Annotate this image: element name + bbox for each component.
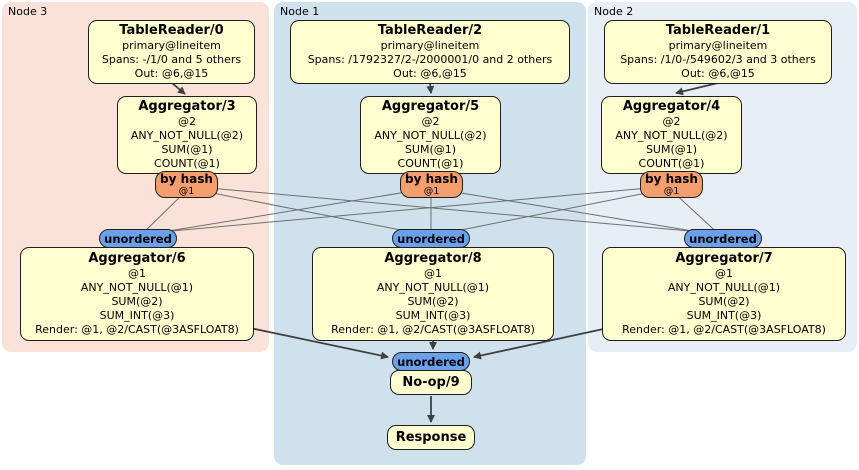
processor-title: TableReader/2 xyxy=(377,23,483,38)
processor-title: Aggregator/3 xyxy=(138,99,236,114)
processor-detail-line: @1 xyxy=(715,267,733,280)
node-label-2: Node 2 xyxy=(594,5,634,18)
router-by-hash-node2: by hash @1 xyxy=(640,171,703,198)
processor-detail-line: SUM(@2) xyxy=(111,295,163,308)
sync-unordered-node3: unordered xyxy=(99,229,177,248)
processor-tablereader-1: TableReader/1 primary@lineitem Spans: /1… xyxy=(604,20,832,84)
processor-detail-line: primary@lineitem xyxy=(668,39,768,52)
processor-title: TableReader/1 xyxy=(665,23,771,38)
processor-response: Response xyxy=(387,425,475,450)
sync-label: unordered xyxy=(397,231,465,246)
processor-detail-line: primary@lineitem xyxy=(380,39,480,52)
sync-unordered-node1: unordered xyxy=(392,229,470,248)
processor-detail-line: ANY_NOT_NULL(@1) xyxy=(376,281,490,294)
processor-detail-line: Out: @6,@15 xyxy=(134,67,209,80)
processor-title: Response xyxy=(395,429,467,445)
processor-detail-line: SUM_INT(@3) xyxy=(99,309,175,322)
router-label: by hash xyxy=(645,171,698,186)
processor-title: Aggregator/8 xyxy=(384,251,482,266)
processor-title: No-op/9 xyxy=(402,374,460,390)
processor-detail-line: Render: @1, @2/CAST(@3ASFLOAT8) xyxy=(331,323,535,336)
processor-detail-line: @2 xyxy=(662,115,681,128)
processor-detail-line: SUM(@2) xyxy=(698,295,750,308)
processor-aggregator-4: Aggregator/4 @2 ANY_NOT_NULL(@2) SUM(@1)… xyxy=(601,96,742,174)
processor-aggregator-3: Aggregator/3 @2 ANY_NOT_NULL(@2) SUM(@1)… xyxy=(117,96,257,174)
processor-detail-line: SUM(@1) xyxy=(645,143,698,156)
processor-aggregator-5: Aggregator/5 @2 ANY_NOT_NULL(@2) SUM(@1)… xyxy=(360,96,501,174)
processor-aggregator-7: Aggregator/7 @1 ANY_NOT_NULL(@1) SUM(@2)… xyxy=(602,247,846,341)
node-label-1: Node 1 xyxy=(280,5,320,18)
processor-title: Aggregator/5 xyxy=(381,99,480,114)
processor-detail-line: Spans: -/1/0 and 5 others xyxy=(101,53,242,66)
processor-detail-line: @2 xyxy=(178,115,196,128)
processor-detail-line: primary@lineitem xyxy=(122,39,221,52)
flow-arrows xyxy=(171,82,719,423)
processor-detail-line: @2 xyxy=(421,115,440,128)
router-by-hash-node1: by hash @1 xyxy=(400,171,463,198)
processor-detail-line: @1 xyxy=(128,267,146,280)
processor-aggregator-6: Aggregator/6 @1 ANY_NOT_NULL(@1) SUM(@2)… xyxy=(20,247,254,341)
processor-detail-line: ANY_NOT_NULL(@2) xyxy=(374,129,487,142)
processor-detail-line: SUM_INT(@3) xyxy=(686,309,762,322)
processor-detail-line: Spans: /1792327/2-/2000001/0 and 2 other… xyxy=(307,53,553,66)
processor-detail-line: SUM_INT(@3) xyxy=(395,309,471,322)
processor-detail-line: Render: @1, @2/CAST(@3ASFLOAT8) xyxy=(622,323,826,336)
sync-label: unordered xyxy=(689,231,757,246)
sync-unordered-node2: unordered xyxy=(684,229,762,248)
router-label: by hash xyxy=(160,171,213,186)
processor-detail-line: COUNT(@1) xyxy=(154,157,220,170)
processor-detail-line: @1 xyxy=(424,267,442,280)
processor-tablereader-0: TableReader/0 primary@lineitem Spans: -/… xyxy=(88,20,255,84)
processor-title: TableReader/0 xyxy=(119,23,224,38)
sync-unordered-final: unordered xyxy=(392,352,470,371)
processor-detail-line: Render: @1, @2/CAST(@3ASFLOAT8) xyxy=(35,323,239,336)
processor-detail-line: SUM(@1) xyxy=(404,143,457,156)
processor-noop-9: No-op/9 xyxy=(390,370,472,395)
processor-detail-line: ANY_NOT_NULL(@1) xyxy=(80,281,194,294)
router-label: by hash xyxy=(405,171,458,186)
processor-title: Aggregator/4 xyxy=(622,99,721,114)
processor-tablereader-2: TableReader/2 primary@lineitem Spans: /1… xyxy=(290,20,570,84)
processor-detail-line: Out: @6,@15 xyxy=(681,67,755,80)
processor-title: Aggregator/7 xyxy=(675,251,773,266)
processor-detail-line: COUNT(@1) xyxy=(638,157,705,170)
node-label-3: Node 3 xyxy=(8,5,48,18)
processor-detail-line: ANY_NOT_NULL(@1) xyxy=(667,281,781,294)
sync-label: unordered xyxy=(397,354,465,369)
router-detail: @1 xyxy=(663,185,680,197)
processor-detail-line: SUM(@2) xyxy=(407,295,459,308)
processor-detail-line: SUM(@1) xyxy=(161,143,213,156)
router-detail: @1 xyxy=(423,185,440,197)
processor-detail-line: Spans: /1/0-/549602/3 and 3 others xyxy=(620,53,816,66)
processor-detail-line: ANY_NOT_NULL(@2) xyxy=(130,129,244,142)
processor-detail-line: COUNT(@1) xyxy=(397,157,464,170)
router-detail: @1 xyxy=(178,185,195,197)
processor-aggregator-8: Aggregator/8 @1 ANY_NOT_NULL(@1) SUM(@2)… xyxy=(312,247,554,341)
sync-label: unordered xyxy=(104,231,172,246)
processor-detail-line: ANY_NOT_NULL(@2) xyxy=(615,129,728,142)
processor-title: Aggregator/6 xyxy=(88,251,186,266)
processor-detail-line: Out: @6,@15 xyxy=(393,67,467,80)
router-by-hash-node3: by hash @1 xyxy=(155,171,218,198)
